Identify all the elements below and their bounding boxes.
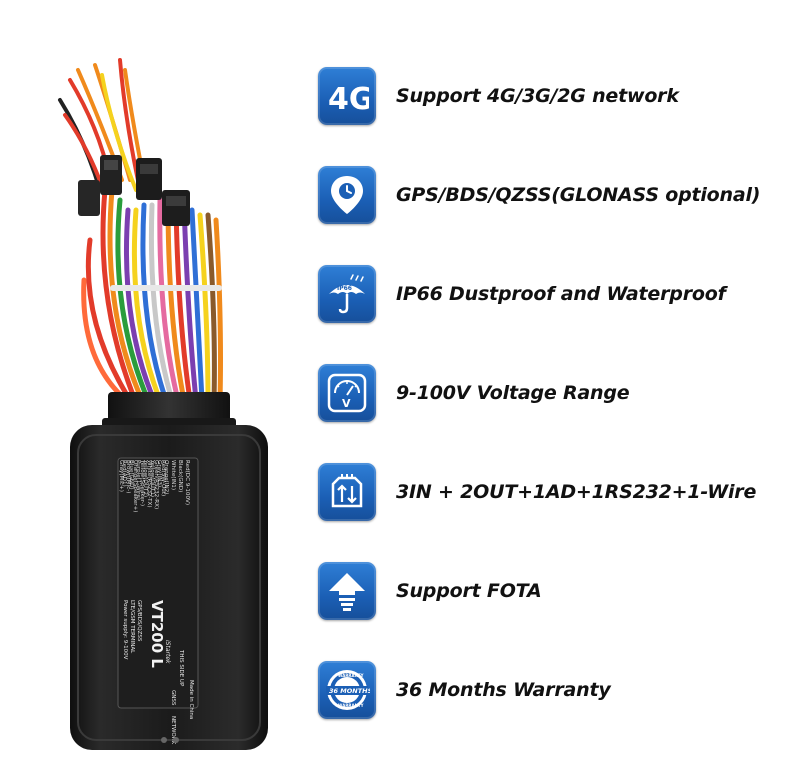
feature-text: 9-100V Voltage Range bbox=[396, 382, 630, 404]
wire-bundle bbox=[81, 187, 223, 403]
gps-tracker-device-illustration: Red(DC 9-100V) Black(GND) White(IN1) Ora… bbox=[58, 58, 268, 750]
feature-text: 3IN + 2OUT+1AD+1RS232+1-Wire bbox=[396, 481, 757, 503]
svg-text:NETWORK: NETWORK bbox=[170, 716, 176, 745]
wire-ends bbox=[58, 58, 148, 197]
brand-logo: iStartek bbox=[164, 640, 171, 664]
svg-text:V: V bbox=[342, 397, 351, 410]
feature-text: Support 4G/3G/2G network bbox=[396, 85, 679, 107]
svg-text:Red(SW-Out) Green(RS: Red(SW-Out) Green(RS232-RX) White(RS232-… bbox=[118, 459, 166, 514]
warranty-badge-icon: WARRANTY 36 MONTHS WARRANTY bbox=[318, 661, 376, 719]
upload-arrow-icon bbox=[318, 562, 376, 620]
feature-text: IP66 Dustproof and Waterproof bbox=[396, 283, 726, 305]
feature-item-io: 3IN + 2OUT+1AD+1RS232+1-Wire bbox=[318, 462, 778, 522]
svg-text:4G: 4G bbox=[328, 82, 369, 116]
connectors bbox=[78, 155, 190, 226]
feature-item-fota: Support FOTA bbox=[318, 561, 778, 621]
svg-text:GNSS: GNSS bbox=[170, 690, 176, 706]
location-pin-icon bbox=[318, 166, 376, 224]
io-connector-icon bbox=[318, 463, 376, 521]
cable-tie bbox=[110, 285, 222, 291]
svg-text:36 MONTHS: 36 MONTHS bbox=[329, 687, 370, 695]
svg-text:IP66: IP66 bbox=[337, 285, 352, 292]
device-label: Red(DC 9-100V) Black(GND) White(IN1) Ora… bbox=[117, 457, 199, 745]
device-model: VT200 L bbox=[148, 600, 166, 668]
feature-item-voltage: V 9-100V Voltage Range bbox=[318, 363, 778, 423]
svg-text:LTE/GSM TERMINAL: LTE/GSM TERMINAL bbox=[129, 600, 135, 654]
feature-item-ip66: IP66 IP66 Dustproof and Waterproof bbox=[318, 264, 778, 324]
svg-text:GPS/BDS/QZSS: GPS/BDS/QZSS bbox=[136, 600, 142, 642]
svg-text:WARRANTY: WARRANTY bbox=[338, 703, 364, 708]
svg-text:WARRANTY: WARRANTY bbox=[338, 673, 364, 678]
voltmeter-icon: V bbox=[318, 364, 376, 422]
wire-label-list: Red(DC 9-100V) Black(GND) White(IN1) Ora… bbox=[121, 459, 190, 507]
feature-text: Support FOTA bbox=[396, 580, 542, 602]
product-image: Red(DC 9-100V) Black(GND) White(IN1) Ora… bbox=[40, 40, 290, 760]
svg-text:Made in China: Made in China bbox=[188, 680, 194, 719]
umbrella-ip66-icon: IP66 bbox=[318, 265, 376, 323]
feature-item-warranty: WARRANTY 36 MONTHS WARRANTY 36 Months Wa… bbox=[318, 660, 778, 720]
feature-text: GPS/BDS/QZSS(GLONASS optional) bbox=[396, 184, 761, 206]
feature-item-gnss: GPS/BDS/QZSS(GLONASS optional) bbox=[318, 165, 778, 225]
cable-grommet bbox=[108, 392, 230, 422]
svg-text:THIS SIDE UP: THIS SIDE UP bbox=[178, 649, 184, 687]
svg-text:Power supply: 9-100V: Power supply: 9-100V bbox=[122, 600, 128, 660]
feature-item-network: 4G Support 4G/3G/2G network bbox=[318, 66, 778, 126]
4g-network-icon: 4G bbox=[318, 67, 376, 125]
feature-text: 36 Months Warranty bbox=[396, 679, 611, 701]
